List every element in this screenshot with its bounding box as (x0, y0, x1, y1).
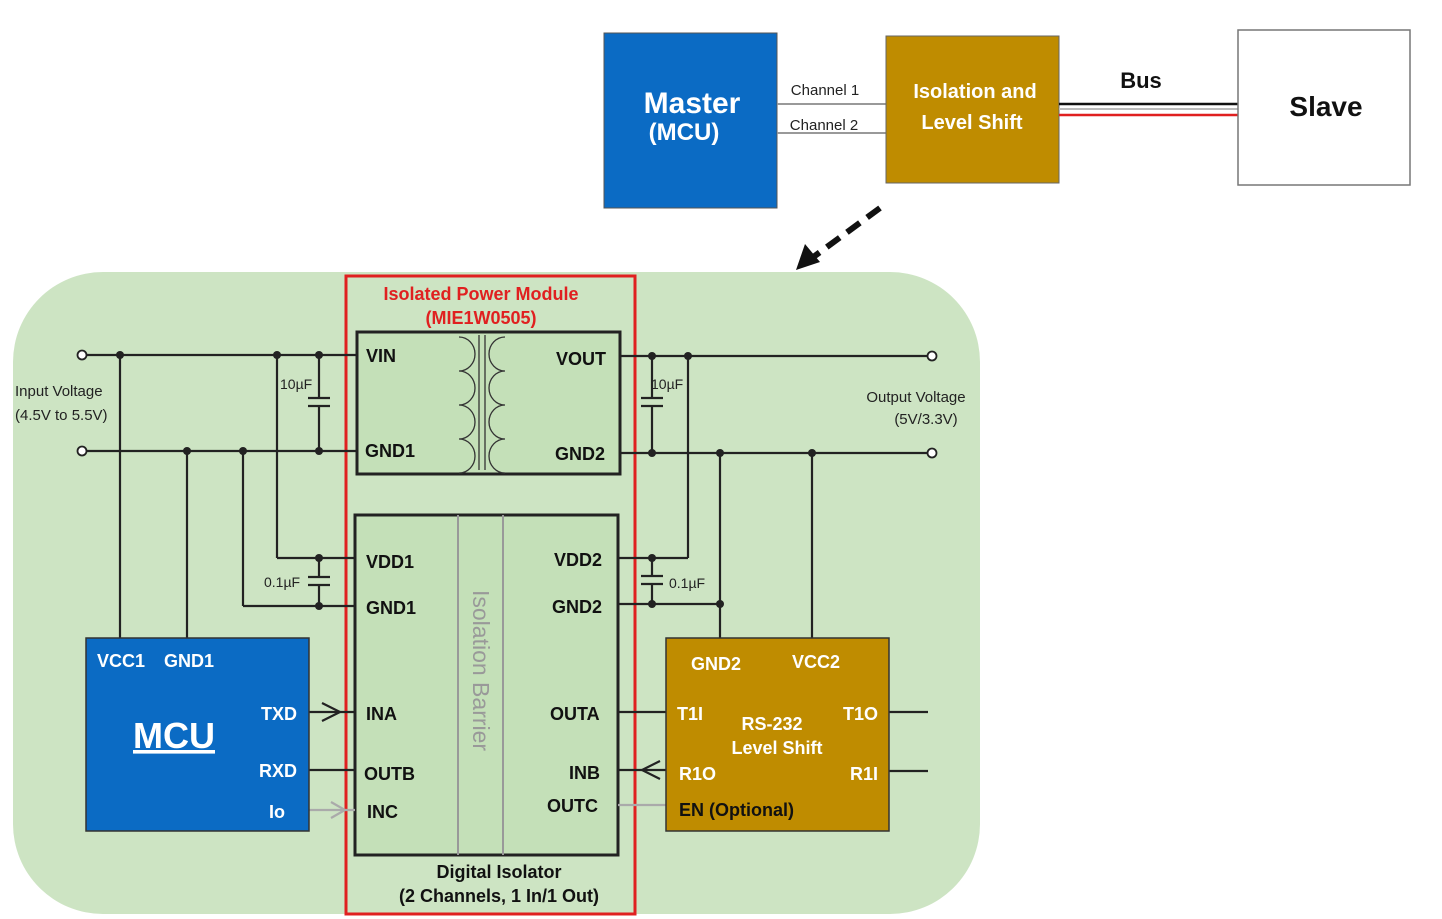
pm-vin: VIN (366, 346, 396, 366)
iso-ina: INA (366, 704, 397, 724)
pm-gnd2: GND2 (555, 444, 605, 464)
cap-01uf-right-label: 0.1µF (669, 575, 705, 591)
rs232-en: EN (Optional) (679, 800, 794, 820)
left-junctions (116, 351, 323, 610)
pm-gnd1: GND1 (365, 441, 415, 461)
isolated-section-outline (344, 274, 637, 916)
isolation-level-shift-box (885, 35, 1060, 184)
slave-label: Slave (1289, 91, 1362, 122)
rs232-title-1: RS-232 (741, 714, 802, 734)
iso-outc: OUTC (547, 796, 598, 816)
master-subtitle: (MCU) (649, 119, 720, 146)
top-block-diagram: Master (MCU) Channel 1 Channel 2 Isolati… (603, 29, 1411, 270)
mcu-txd: TXD (261, 704, 297, 724)
input-terminal-bottom (76, 445, 88, 457)
iso-gnd1: GND1 (366, 598, 416, 618)
iso-inb: INB (569, 763, 600, 783)
transformer-symbol (458, 335, 506, 474)
isolation-line2: Level Shift (921, 112, 1022, 134)
mcu-rxd: RXD (259, 761, 297, 781)
isolator-caption-2: (2 Channels, 1 In/1 Out) (399, 886, 599, 906)
right-junctions (648, 352, 816, 608)
rs232-vcc2: VCC2 (792, 652, 840, 672)
rs232-block (665, 637, 890, 832)
rs232-gnd2: GND2 (691, 654, 741, 674)
mcu-vcc1: VCC1 (97, 651, 145, 671)
channel2-label: Channel 2 (790, 117, 858, 134)
iso-outa: OUTA (550, 704, 600, 724)
master-mcu-box (603, 32, 778, 209)
zoom-arrow-line (810, 205, 882, 261)
zoom-arrow-head (796, 244, 820, 270)
iso-outb: OUTB (364, 764, 415, 784)
pm-vout: VOUT (556, 349, 606, 369)
isolator-caption-1: Digital Isolator (436, 862, 561, 882)
master-title: Master (644, 87, 741, 120)
power-module-part: (MIE1W0505) (425, 308, 536, 328)
inb-arrow (639, 760, 661, 780)
rs232-t1i: T1I (677, 704, 703, 724)
output-terminal-top (926, 350, 938, 362)
isolation-barrier-label: Isolation Barrier (468, 590, 494, 751)
bus-label: Bus (1120, 68, 1162, 93)
iso-gnd2: GND2 (552, 597, 602, 617)
rs232-t1o: T1O (843, 704, 878, 724)
digital-isolator-box (353, 513, 620, 857)
mcu-block (85, 637, 310, 832)
io-arrow (330, 801, 348, 819)
iso-vdd1: VDD1 (366, 552, 414, 572)
rs232-r1i: R1I (850, 764, 878, 784)
mcu-title: MCU (133, 715, 215, 756)
channel1-label: Channel 1 (791, 82, 859, 99)
input-voltage-label: Input Voltage (15, 383, 103, 400)
mcu-io: Io (269, 802, 285, 822)
rs232-title-2: Level Shift (731, 738, 822, 758)
iso-vdd2: VDD2 (554, 550, 602, 570)
input-terminal-top (76, 349, 88, 361)
cap-10uf-left-label: 10µF (280, 376, 312, 392)
iso-inc: INC (367, 802, 398, 822)
mcu-gnd1: GND1 (164, 651, 214, 671)
txd-arrow (321, 702, 343, 722)
power-module-title: Isolated Power Module (383, 284, 578, 304)
isolation-line1: Isolation and (913, 81, 1036, 103)
rs232-r1o: R1O (679, 764, 716, 784)
output-terminal-bottom (926, 447, 938, 459)
input-voltage-range: (4.5V to 5.5V) (15, 407, 108, 424)
output-voltage-label: Output Voltage (866, 389, 965, 406)
slave-box (1237, 29, 1411, 186)
cap-10uf-right-label: 10µF (651, 376, 683, 392)
cap-01uf-left-label: 0.1µF (264, 574, 300, 590)
output-voltage-range: (5V/3.3V) (894, 411, 957, 428)
